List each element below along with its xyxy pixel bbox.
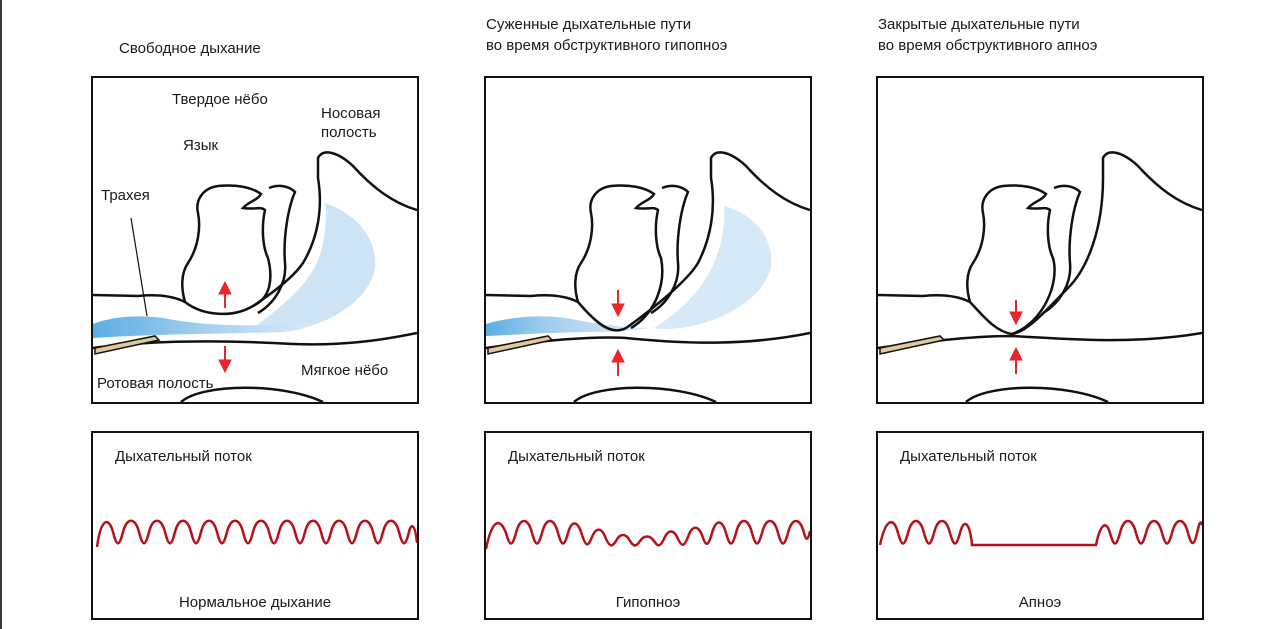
bottom-arc [966,388,1108,402]
wave-normal [97,521,417,547]
airway-illustration-narrowed [486,78,810,402]
trachea-tube [488,336,552,354]
flow-title-hypopnea: Дыхательный поток [508,447,645,466]
title-hypopnea: Суженные дыхательные пути во время обстр… [486,14,727,56]
flow-caption-apnea: Апноэ [878,593,1202,612]
flow-caption-normal: Нормальное дыхание [93,593,417,612]
soft-palate-outline [1043,186,1080,313]
nasal-airflow [253,203,375,332]
label-hard-palate: Твердое нёбо [172,90,268,109]
left-border-line [0,0,2,629]
flow-title-apnea: Дыхательный поток [900,447,1037,466]
title-apnea: Закрытые дыхательные пути во время обстр… [878,14,1097,56]
arrow-down-palate [219,346,231,372]
panel-hypopnea [484,76,812,404]
label-soft-palate: Мягкое нёбо [301,361,388,380]
airway-illustration-closed [878,78,1202,402]
arrow-down-tongue [1010,300,1022,324]
arrow-up-palate [612,350,624,376]
panel-flow-hypopnea: Дыхательный поток Гипопноэ [484,431,812,620]
soft-palate-outline [651,186,688,313]
panel-free-breathing: Твердое нёбо Носовая полость Язык Трахея… [91,76,419,404]
label-tongue: Язык [183,136,218,155]
bottom-arc [574,388,716,402]
wave-hypopnea [486,521,810,549]
panel-apnea [876,76,1204,404]
panel-flow-apnea: Дыхательный поток Апноэ [876,431,1204,620]
upper-airway-outline [878,152,1202,334]
arrow-up-tongue [219,282,231,308]
label-oral-cavity: Ротовая полость [97,374,213,393]
flow-title-normal: Дыхательный поток [115,447,252,466]
label-nasal-cavity: Носовая полость [321,104,380,142]
arrow-down-tongue [612,290,624,316]
label-trachea: Трахея [101,186,150,205]
arrow-up-palate [1010,348,1022,374]
upper-airway-outline [93,152,417,313]
nasal-airflow [654,206,771,329]
trachea-tube [880,336,944,354]
trachea-pointer-line [131,218,147,316]
panel-flow-normal: Дыхательный поток Нормальное дыхание [91,431,419,620]
wave-apnea [880,521,1202,545]
title-free-breathing: Свободное дыхание [119,38,261,59]
soft-palate-outline [258,186,295,313]
throat-airflow [486,316,651,336]
flow-caption-hypopnea: Гипопноэ [486,593,810,612]
trachea-tube [95,336,159,354]
